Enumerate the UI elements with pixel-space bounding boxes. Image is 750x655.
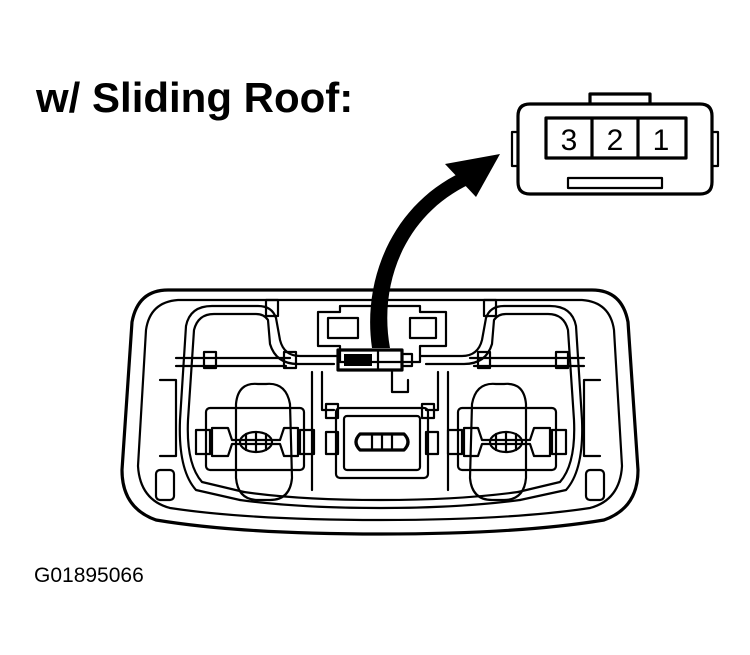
pin-label-1: 1: [653, 124, 670, 157]
figure-id: G01895066: [34, 564, 144, 587]
callout-arrow: [370, 154, 500, 348]
center-module: [316, 304, 448, 372]
diagram-title: w/ Sliding Roof:: [35, 74, 353, 121]
center-lamp: [324, 406, 440, 480]
left-lamp: [194, 382, 316, 502]
connector-face: 3 2 1: [510, 92, 720, 196]
wiring-harness: [174, 298, 586, 510]
pin-label-3: 3: [561, 124, 578, 157]
pin-label-2: 2: [607, 124, 624, 157]
dome-light-housing: [120, 288, 640, 536]
right-lamp: [446, 382, 568, 502]
